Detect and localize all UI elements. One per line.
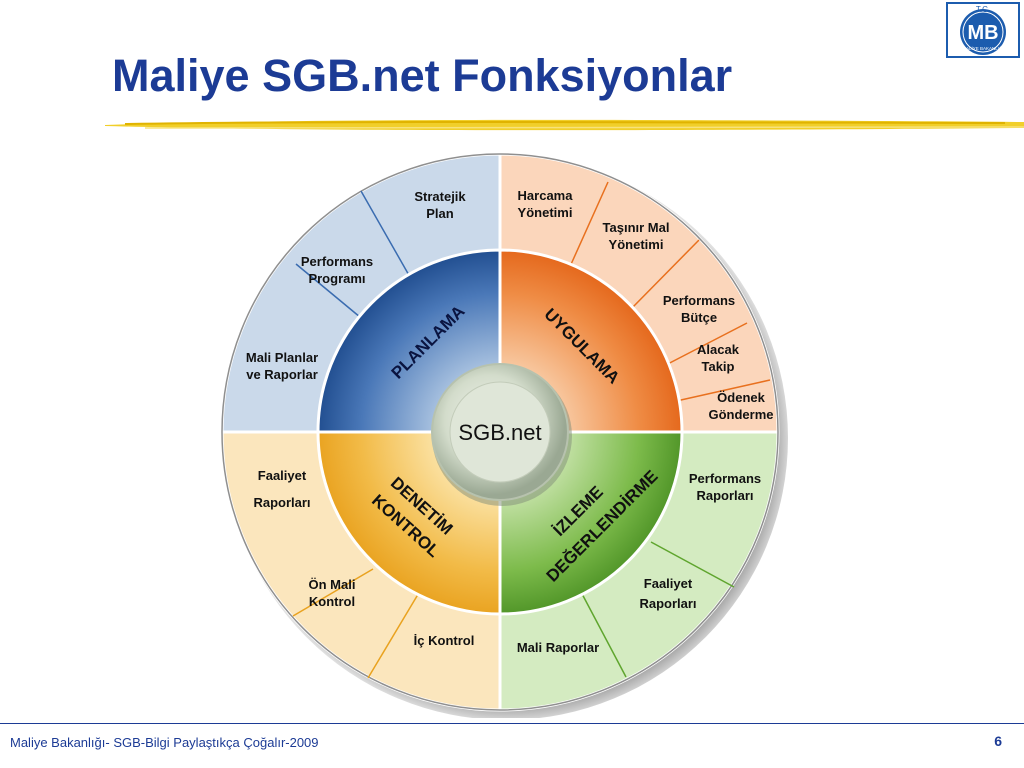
item-performans-butce-l2: Bütçe xyxy=(681,310,717,325)
item-odenek-gonderme-l2: Gönderme xyxy=(708,407,773,422)
footer-divider xyxy=(0,723,1024,724)
item-faaliyet-raporlari-l2: Raporları xyxy=(253,495,310,510)
item-performans-programi-l2: Programı xyxy=(308,271,365,286)
item-faaliyet-raporlari-l1: Faaliyet xyxy=(258,468,307,483)
sgb-functions-diagram: SGB.net PLANLAMA UYGULAMA DENETİM KONTRO… xyxy=(220,152,788,718)
item-performans-raporlari-l1: Performans xyxy=(689,471,761,486)
item-faaliyet-raporlari-mon-l1: Faaliyet xyxy=(644,576,693,591)
item-mali-raporlar: Mali Raporlar xyxy=(517,640,599,655)
separator-line xyxy=(567,181,609,272)
separator-line xyxy=(367,590,421,679)
logo-top-text: T.C. xyxy=(976,5,990,14)
item-performans-raporlari-l2: Raporları xyxy=(696,488,753,503)
logo-monogram: MB xyxy=(967,22,998,44)
item-performans-butce-l1: Performans xyxy=(663,293,735,308)
item-tasinir-mal-l1: Taşınır Mal xyxy=(603,220,670,235)
logo-bottom-text: MALİYE BAKANLIĞI xyxy=(962,45,1004,51)
item-mali-planlar-l1: Mali Planlar xyxy=(246,350,318,365)
item-alacak-takip-l1: Alacak xyxy=(697,342,740,357)
item-tasinir-mal-l2: Yönetimi xyxy=(609,237,664,252)
separator-line xyxy=(627,239,700,313)
item-on-mali-kontrol-l1: Ön Mali xyxy=(309,577,356,592)
item-mali-planlar-l2: ve Raporlar xyxy=(246,367,318,382)
slide-title: Maliye SGB.net Fonksiyonlar xyxy=(112,50,733,101)
item-harcama-yonetimi-l1: Harcama xyxy=(518,188,574,203)
separator-line xyxy=(360,190,411,278)
item-on-mali-kontrol-l2: Kontrol xyxy=(309,594,355,609)
ministry-logo: T.C. MB MALİYE BAKANLIĞI xyxy=(946,2,1020,58)
item-stratejik-plan-l2: Plan xyxy=(426,206,454,221)
separator-line xyxy=(659,322,748,369)
separator-line xyxy=(671,379,771,403)
item-stratejik-plan-l1: Stratejik xyxy=(414,189,466,204)
separator-line xyxy=(650,541,735,588)
center-label: SGB.net xyxy=(458,420,541,445)
item-performans-programi-l1: Performans xyxy=(301,254,373,269)
title-underline xyxy=(105,119,1024,131)
separator-line xyxy=(579,589,627,678)
item-ic-kontrol: İç Kontrol xyxy=(414,633,475,648)
item-harcama-yonetimi-l2: Yönetimi xyxy=(518,205,573,220)
footer-text: Maliye Bakanlığı- SGB-Bilgi Paylaştıkça … xyxy=(10,735,319,750)
page-number: 6 xyxy=(994,733,1002,749)
item-alacak-takip-l2: Takip xyxy=(702,359,735,374)
item-faaliyet-raporlari-mon-l2: Raporları xyxy=(639,596,696,611)
separator-line xyxy=(292,568,374,617)
item-odenek-gonderme-l1: Ödenek xyxy=(717,390,765,405)
